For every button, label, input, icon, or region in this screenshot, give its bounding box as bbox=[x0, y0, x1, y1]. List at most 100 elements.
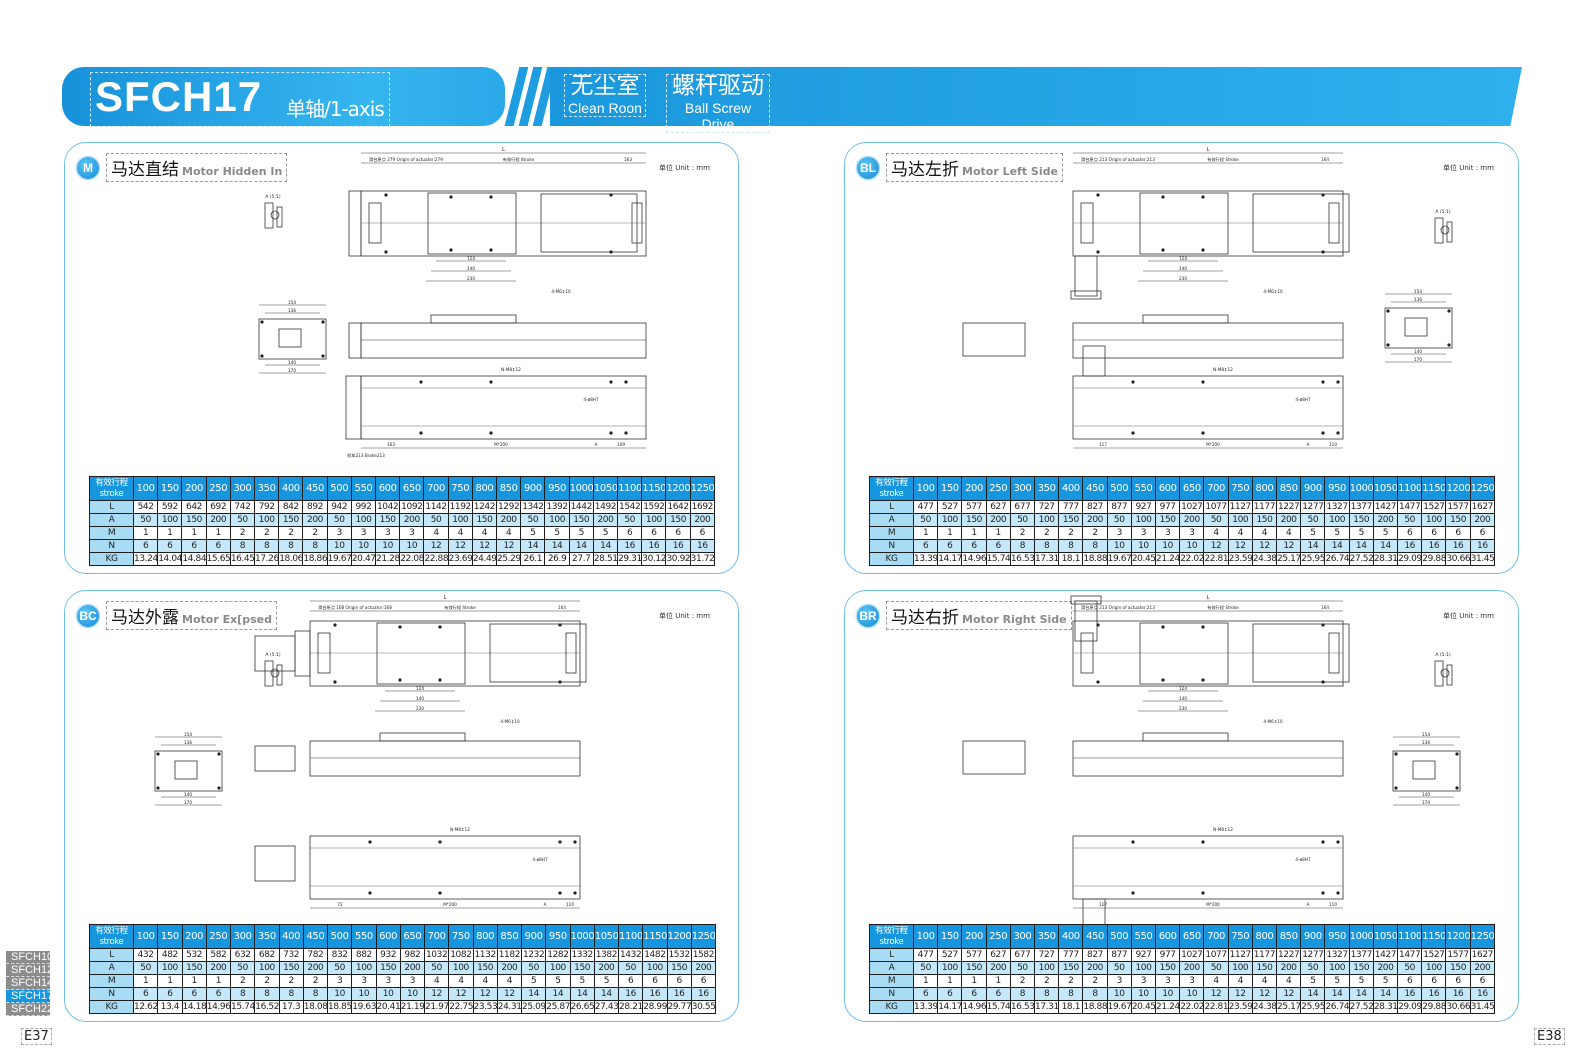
side-nav-item-sfch10[interactable]: SFCH10 bbox=[6, 951, 53, 964]
value-cell: 28.31 bbox=[1372, 1000, 1399, 1014]
value-cell: 4 bbox=[423, 526, 449, 540]
dim-label-holes: 4-M6↧10 bbox=[500, 719, 520, 724]
row-label: N bbox=[89, 987, 134, 1001]
value-cell: 977 bbox=[1155, 500, 1181, 514]
end-profile bbox=[258, 318, 327, 360]
value-cell: 50 bbox=[326, 961, 353, 975]
variant-badge: BC bbox=[77, 604, 99, 627]
stroke-cell: 1200 bbox=[666, 924, 692, 949]
value-cell: 1 bbox=[157, 526, 183, 540]
dim-label: 124 bbox=[1179, 686, 1187, 691]
value-cell: 100 bbox=[351, 961, 377, 975]
value-cell: 8 bbox=[1009, 987, 1036, 1001]
value-cell: 19.67 bbox=[1106, 552, 1132, 566]
value-cell: 942 bbox=[326, 500, 352, 514]
side-nav-item-sfch22[interactable]: SFCH22 bbox=[6, 1003, 53, 1016]
value-cell: 16 bbox=[642, 987, 668, 1001]
stroke-cell: 950 bbox=[1324, 476, 1350, 501]
value-cell: 6 bbox=[1421, 974, 1447, 988]
value-cell: 100 bbox=[254, 513, 280, 527]
value-cell: 150 bbox=[1251, 961, 1278, 975]
stroke-cell: 450 bbox=[1082, 476, 1108, 501]
stroke-cell: 100 bbox=[912, 476, 939, 501]
stroke-cell: 400 bbox=[1058, 476, 1084, 501]
value-cell: 10 bbox=[351, 987, 377, 1001]
value-cell: 1592 bbox=[641, 500, 667, 514]
value-cell: 18.88 bbox=[1082, 1000, 1108, 1014]
actuator-body-bottom bbox=[360, 375, 647, 440]
value-cell: 12 bbox=[1227, 539, 1253, 553]
value-cell: 1432 bbox=[617, 948, 644, 962]
stroke-cell: 900 bbox=[1300, 476, 1326, 501]
stroke-cell: 1050 bbox=[593, 924, 620, 949]
stroke-cell: 750 bbox=[1227, 924, 1253, 949]
stroke-cell: 550 bbox=[351, 924, 377, 949]
stroke-cell: 450 bbox=[1082, 924, 1108, 949]
value-cell: 1492 bbox=[592, 500, 619, 514]
detail-profile bbox=[276, 664, 283, 686]
value-cell: 3 bbox=[399, 974, 426, 988]
dim-label: 170 bbox=[288, 368, 296, 373]
value-cell: 20.47 bbox=[350, 552, 377, 566]
value-cell: 150 bbox=[569, 961, 595, 975]
value-cell: 26.74 bbox=[1324, 1000, 1350, 1014]
value-cell: 4 bbox=[448, 974, 474, 988]
stroke-cell: 350 bbox=[1034, 476, 1060, 501]
value-cell: 27.43 bbox=[593, 1000, 620, 1014]
side-nav-item-sfch14[interactable]: SFCH14 bbox=[6, 977, 53, 990]
value-cell: 3 bbox=[399, 526, 425, 540]
value-cell: 200 bbox=[399, 513, 425, 527]
value-cell: 13.4 bbox=[157, 1000, 183, 1014]
value-cell: 2 bbox=[1082, 526, 1108, 540]
detail-a: A (5:1) bbox=[1434, 209, 1453, 244]
title-en: Motor Right Side bbox=[962, 613, 1067, 626]
value-cell: 28.21 bbox=[617, 1000, 644, 1014]
stroke-cell: 700 bbox=[1203, 924, 1229, 949]
value-cell: 1 bbox=[937, 974, 963, 988]
detail-label: A (5:1) bbox=[1435, 652, 1451, 658]
value-cell: 200 bbox=[592, 513, 619, 527]
value-cell: 29.09 bbox=[1397, 1000, 1423, 1014]
stroke-cell: 450 bbox=[302, 924, 329, 949]
dim-label-origin: 滑台原点 213 Origin of actuator:213 bbox=[1081, 156, 1155, 163]
value-cell: 200 bbox=[593, 961, 620, 975]
value-cell: 14 bbox=[1372, 539, 1399, 553]
value-cell: 26.1 bbox=[520, 552, 546, 566]
ball-screw-en: Ball Screw Drive bbox=[684, 100, 752, 132]
value-cell: 8 bbox=[1034, 987, 1060, 1001]
value-cell: 150 bbox=[181, 513, 207, 527]
detail-a: A (5:1) bbox=[264, 652, 283, 687]
value-cell: 50 bbox=[1203, 961, 1229, 975]
side-nav-item-sfch12[interactable]: SFCH12 bbox=[6, 964, 53, 977]
side-nav-item-sfch17[interactable]: SFCH17 bbox=[6, 990, 53, 1003]
value-cell: 3 bbox=[1155, 526, 1181, 540]
value-cell: 8 bbox=[1034, 539, 1060, 553]
stroke-cell: 200 bbox=[181, 924, 207, 949]
value-cell: 1577 bbox=[1445, 948, 1471, 962]
row-label: L bbox=[869, 500, 914, 514]
value-cell: 832 bbox=[326, 948, 353, 962]
row-label: N bbox=[89, 539, 134, 553]
value-cell: 50 bbox=[229, 961, 256, 975]
stroke-cell: 200 bbox=[961, 476, 987, 501]
cover-plate bbox=[1252, 193, 1350, 253]
value-cell: 19.67 bbox=[1106, 1000, 1132, 1014]
dim-label-L: L bbox=[1207, 595, 1210, 601]
title-cn: 马达外露 bbox=[111, 608, 179, 628]
model-title: SFCH17 单轴/1-axis bbox=[90, 72, 390, 127]
value-cell: 777 bbox=[1058, 500, 1084, 514]
bolt-hole bbox=[558, 623, 562, 627]
stroke-cell: 1100 bbox=[617, 924, 644, 949]
value-cell: 6 bbox=[1469, 974, 1496, 988]
panel-title: BC 马达外露 Motor Ex[psed bbox=[77, 601, 277, 630]
bolt-hole bbox=[368, 840, 372, 844]
value-cell: 8 bbox=[278, 987, 304, 1001]
value-cell: 100 bbox=[1034, 961, 1060, 975]
dim-label: 230 bbox=[467, 276, 475, 281]
